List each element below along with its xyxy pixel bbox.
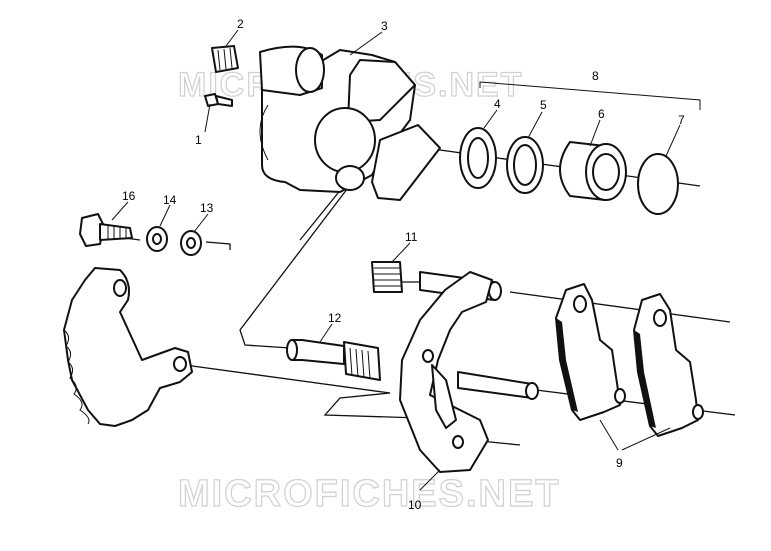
callout-16: 16 xyxy=(122,189,136,203)
callout-13: 13 xyxy=(200,201,214,215)
piston-seal xyxy=(459,127,497,189)
bleeder-valve xyxy=(204,93,233,107)
callout-14: 14 xyxy=(163,193,177,207)
callout-10: 10 xyxy=(408,498,422,512)
bleeder-plug xyxy=(211,45,239,73)
callout-4: 4 xyxy=(494,97,501,111)
flat-washer xyxy=(180,230,202,256)
callout-9: 9 xyxy=(616,456,623,470)
watermark-bottom: MICROFICHES.NET xyxy=(178,473,561,515)
callout-2: 2 xyxy=(237,17,244,31)
caliper-bracket xyxy=(399,271,539,473)
brake-pads xyxy=(555,283,704,437)
callout-1: 1 xyxy=(195,133,202,147)
piston-cap xyxy=(637,153,679,215)
mounting-bolt xyxy=(79,213,133,247)
slide-pin-lower xyxy=(286,339,381,381)
callout-8: 8 xyxy=(592,69,599,83)
dust-seal xyxy=(506,136,544,194)
callout-12: 12 xyxy=(328,311,342,325)
callout-11: 11 xyxy=(405,230,418,244)
lock-washer xyxy=(146,226,168,252)
callout-7: 7 xyxy=(678,113,685,127)
mounting-bracket xyxy=(63,267,193,427)
piston xyxy=(559,141,627,201)
callout-6: 6 xyxy=(598,107,605,121)
caliper-body xyxy=(259,45,441,201)
callout-labels: 1 2 3 4 5 6 7 8 9 10 11 12 13 14 16 xyxy=(122,17,685,512)
leader-lines xyxy=(111,29,701,491)
callout-5: 5 xyxy=(540,98,547,112)
callout-3: 3 xyxy=(381,19,388,33)
